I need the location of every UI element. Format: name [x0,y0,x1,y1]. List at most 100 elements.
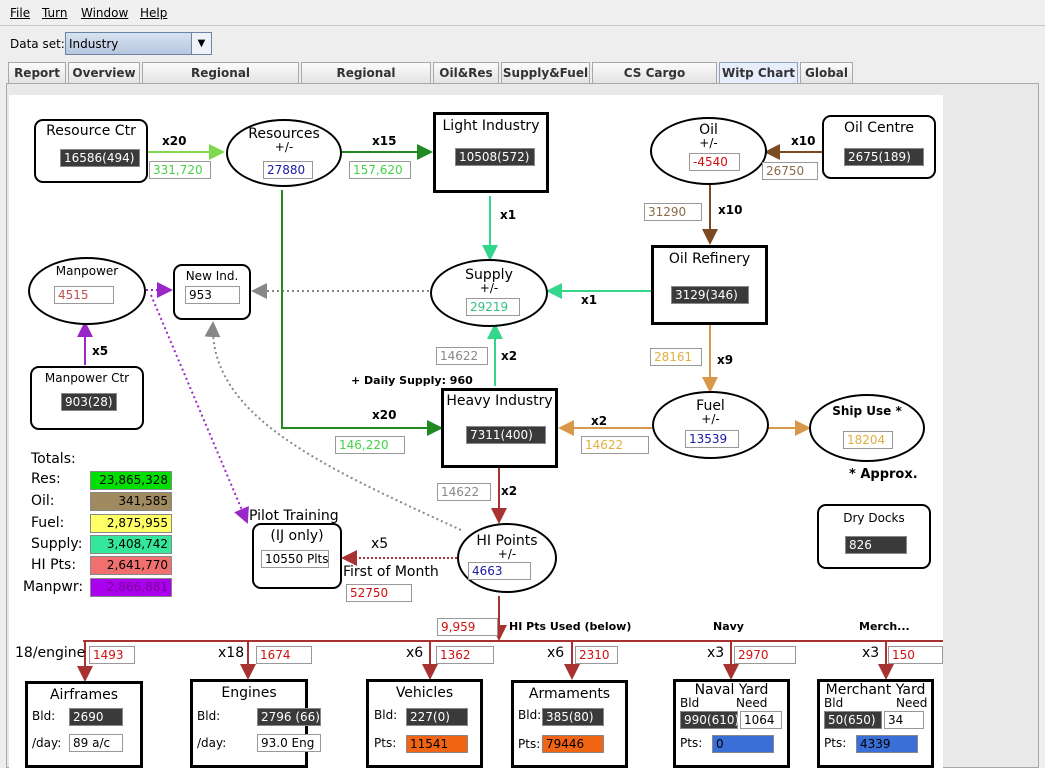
mult-li-supply: x1 [500,208,517,222]
dry-docks-value: 826 [845,536,907,554]
airframes-title: Airframes [49,687,119,703]
armaments-bld-value: 385(80) [542,708,604,726]
tab-cs-cargo-planning[interactable]: CS Cargo Planning [592,62,717,100]
total-oil-label: Oil: [31,493,55,509]
mult-hi-supply: x2 [501,349,518,363]
tab-regional-fcty-resources[interactable]: Regional Fcty/Resources [142,62,299,100]
resources-node: Resources +/- 27880 [226,119,342,187]
resource-ctr-value: 16586(494) [60,149,140,167]
naval-yard-title: Naval Yard [694,682,769,698]
naval-yard-pts-value: 0 [712,735,774,753]
engines-title: Engines [221,685,277,701]
total-hi-value: 2,641,770 [90,556,172,575]
armaments-bld-label: Bld: [518,708,542,722]
naval-yard-usage: 2970 [734,646,796,664]
airframes-usage: 1493 [89,646,135,664]
engines-usage: 1674 [256,646,312,664]
merchant-yard-node: Merchant Yard Bld Need 50(650) 34 Pts: 4… [817,679,934,768]
total-res-label: Res: [31,471,61,487]
dry-docks-title: Dry Docks [843,511,905,525]
oil-refinery-node: Oil Refinery 3129(346) [651,245,768,325]
vehicles-bld-value: 227(0) [406,708,468,726]
airframes-day-value: 89 a/c [69,734,123,752]
total-supply-label: Supply: [31,536,83,552]
daily-supply-label: + Daily Supply: 960 [351,374,473,387]
naval-yard-bld-label: Bld [680,696,700,710]
tab-witp-chart[interactable]: Witp Chart [719,62,798,84]
menu-turn[interactable]: Turn [42,6,68,20]
oil-centre-to-oil-flow: 26750 [762,162,818,180]
merchant-yard-need-value: 34 [884,711,924,729]
total-res-value: 23,865,328 [90,471,172,490]
total-manpwr-value: 2,866,881 [90,578,172,597]
merchant-yard-mult: x3 [862,645,880,661]
airframes-bld-value: 2690 [69,708,123,726]
pilot-training-node: (IJ only) 10550 Plts [252,523,342,589]
pilot-training-value: 10550 Plts [261,550,329,568]
resources-sub: +/- [274,140,294,154]
engines-bld-label: Bld: [197,709,221,723]
res-to-hi-flow: 146,220 [335,436,405,454]
dataset-select[interactable]: Industry ▼ [65,32,212,55]
witp-chart-canvas: Resource Ctr 16586(494) Resources +/- 27… [9,95,943,768]
fuel-value: 13539 [685,430,739,448]
armaments-node: Armaments Bld: 385(80) Pts: 79446 [511,680,628,768]
tab-supply-fuel[interactable]: Supply&Fuel [501,62,590,84]
resource-ctr-title: Resource Ctr [46,123,136,139]
vehicles-usage: 1362 [436,646,494,664]
tab-oil-res[interactable]: Oil&Res [433,62,499,84]
oil-centre-node: Oil Centre 2675(189) [822,115,936,179]
airframes-bld-label: Bld: [32,709,56,723]
heavy-industry-title: Heavy Industry [446,393,553,409]
oil-node: Oil +/- -4540 [650,117,767,185]
airframes-node: Airframes Bld: 2690 /day: 89 a/c [25,681,143,768]
merchant-yard-title: Merchant Yard [825,682,926,698]
oil-refinery-title: Oil Refinery [668,251,751,267]
merchant-yard-bld-label: Bld [824,696,844,710]
new-ind-title: New Ind. [185,269,239,283]
total-oil-value: 341,585 [90,492,172,511]
first-of-month-flow: 52750 [346,584,412,602]
pilot-training-title: Pilot Training [249,508,339,524]
light-industry-node: Light Industry 10508(572) [433,112,549,193]
heavy-industry-value: 7311(400) [466,426,546,444]
mult-oil-refinery: x10 [718,203,743,217]
fuel-title: Fuel [696,398,725,414]
vehicles-pts-value: 11541 [406,735,468,753]
tab-report[interactable]: Report [8,62,66,84]
chevron-down-icon[interactable]: ▼ [191,33,211,54]
navy-label: Navy [713,620,744,633]
tab-regional-ind-repair[interactable]: Regional Ind/Repair [301,62,431,100]
tab-overview[interactable]: Overview [68,62,140,84]
mult-pilot: x5 [371,536,389,552]
menu-bar: File Turn Window Help [0,0,1045,26]
resources-value: 27880 [263,161,313,179]
manpower-ctr-value: 903(28) [61,393,117,411]
engines-node: Engines Bld: 2796 (66) /day: 93.0 Eng [190,679,321,768]
naval-yard-need-label: Need [736,696,768,710]
menu-window[interactable]: Window [81,6,129,20]
pilot-training-sub: (IJ only) [270,528,324,544]
ship-use-node: Ship Use * 18204 [809,394,925,462]
menu-file[interactable]: File [10,6,31,20]
new-ind-node: New Ind. 953 [173,264,251,320]
mult-res-hi: x20 [372,408,397,422]
total-manpwr-label: Manpwr: [23,579,84,595]
hi-points-value: 4663 [468,562,531,580]
menu-help[interactable]: Help [140,6,168,20]
total-supply-value: 3,408,742 [90,535,172,554]
vehicles-pts-label: Pts: [374,736,397,750]
mult-refinery-fuel: x9 [717,353,734,367]
supply-sub: +/- [479,281,499,295]
approx-note: * Approx. [849,467,918,482]
ship-use-value: 18204 [843,431,893,449]
manpower-ctr-title: Manpower Ctr [44,371,130,385]
total-fuel-label: Fuel: [31,515,65,531]
oil-centre-title: Oil Centre [843,120,915,136]
total-hi-label: HI Pts: [31,557,77,573]
tab-global[interactable]: Global [800,62,853,84]
merchant-yard-bld-value: 50(650) [824,711,882,729]
mult-res-li: x15 [372,134,397,148]
manpower-ctr-node: Manpower Ctr 903(28) [30,366,144,430]
manpower-node: Manpower 4515 [28,257,146,325]
